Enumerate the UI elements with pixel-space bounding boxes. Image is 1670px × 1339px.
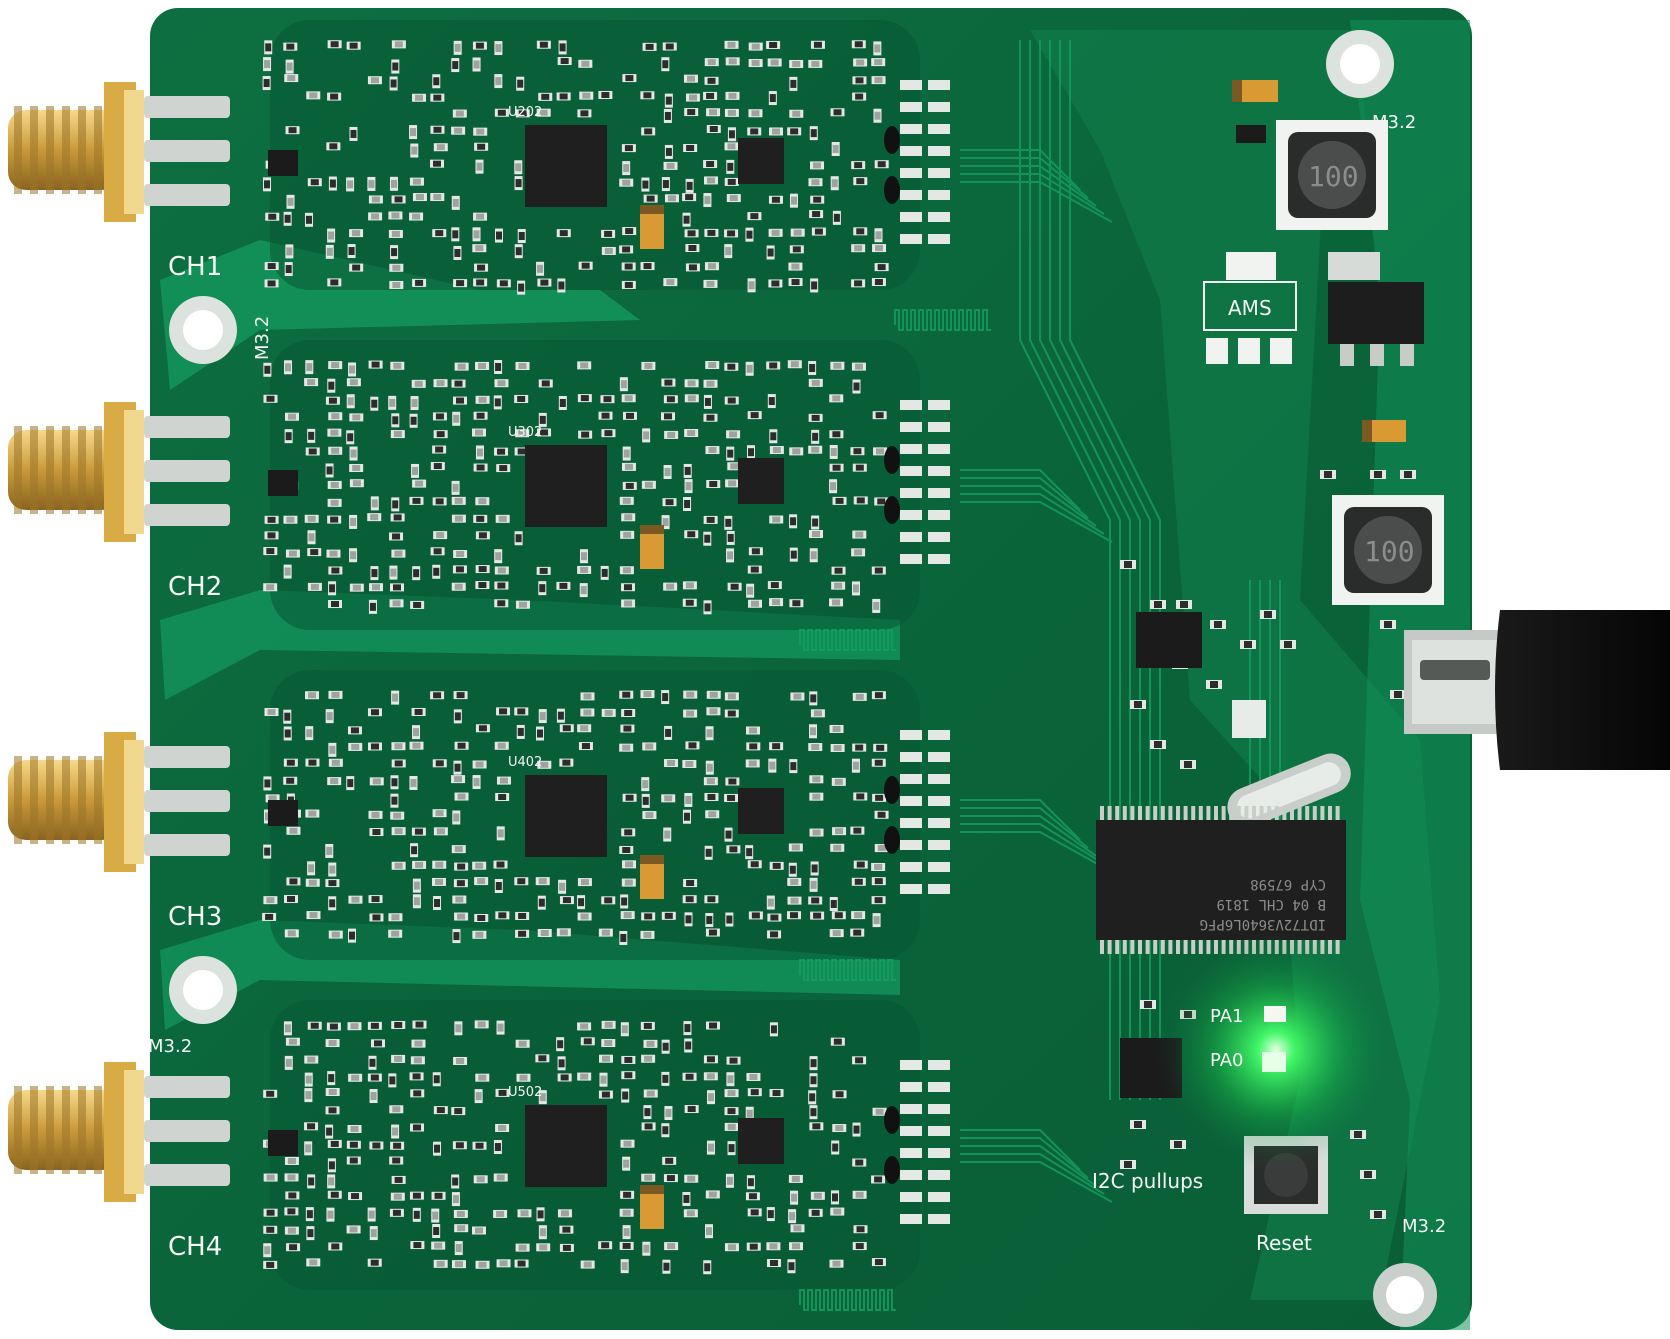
opamp-chip-ch2 xyxy=(738,458,784,504)
inductor-top: 100 xyxy=(1276,120,1388,230)
fifo-chip-line-1: IDT72V3640L6PFG xyxy=(1200,916,1326,932)
channel-label-ch1: CH1 xyxy=(168,252,222,282)
adc-chip-ch2 xyxy=(525,445,607,527)
channel-label-ch4: CH4 xyxy=(168,1232,222,1262)
copper-pour-left-strip xyxy=(160,240,640,390)
micro-usb-connector xyxy=(1404,630,1512,734)
diode-ch3-b xyxy=(884,826,900,854)
mount-hole-bottom-right xyxy=(1373,1263,1437,1327)
mount-hole-left-lower xyxy=(169,956,237,1024)
led-pa0 xyxy=(1262,1052,1286,1072)
tantalum-cap-mid xyxy=(1362,420,1406,442)
led-label-pa1: PA1 xyxy=(1210,1006,1243,1027)
channel-4: CH4 U502 xyxy=(8,1062,900,1262)
led-pa1 xyxy=(1264,1006,1286,1022)
diode-ch4-b xyxy=(884,1156,900,1184)
regulator-ic xyxy=(1328,252,1424,366)
opamp-chip-ch3 xyxy=(738,788,784,834)
led-label-pa0: PA0 xyxy=(1210,1050,1243,1071)
adc-chip-ref-ch4: U502 xyxy=(508,1085,542,1100)
adc-chip-ref-ch2: U302 xyxy=(508,425,542,440)
mount-hole-top-right xyxy=(1326,30,1394,98)
sma-connector-ch1[interactable] xyxy=(8,82,230,222)
pcb-board xyxy=(150,8,1472,1330)
diode-ch3-a xyxy=(884,776,900,804)
fifo-chip: IDT72V3640L6PFG B 04 CHL 1819 CYP 67598 xyxy=(1096,806,1346,954)
channel-3: CH3 U402 xyxy=(8,732,900,932)
fifo-chip-line-2: B 04 CHL 1819 xyxy=(1216,896,1326,912)
sot-chip-ch3 xyxy=(268,800,298,826)
led-glow xyxy=(1156,930,1396,1170)
adc-chip-ch3 xyxy=(525,775,607,857)
sot-chip-ch2 xyxy=(268,470,298,496)
inductor-bottom-label: 100 xyxy=(1364,535,1415,568)
diode-ch2-a xyxy=(884,446,900,474)
diode-ch1-b xyxy=(884,176,900,204)
regulator-label: AMS xyxy=(1228,296,1272,320)
mount-label-bottom-right: M3.2 xyxy=(1402,1216,1446,1237)
diode-ch1-a xyxy=(884,126,900,154)
soic-chip-clock xyxy=(1136,612,1202,668)
channel-2: CH2 U302 xyxy=(8,402,900,602)
opamp-chip-ch1 xyxy=(738,138,784,184)
adc-chip-ch1 xyxy=(525,125,607,207)
mount-hole-left-upper xyxy=(169,296,237,364)
sot-chip-ch4 xyxy=(268,1130,298,1156)
sma-connector-ch2[interactable] xyxy=(8,402,230,542)
sot-chip-ch1 xyxy=(268,150,298,176)
mount-label-left-upper: M3.2 xyxy=(252,316,273,360)
adc-chip-ref-ch3: U402 xyxy=(508,755,542,770)
crystal-oscillator xyxy=(1227,753,1351,828)
smd-components xyxy=(262,40,1416,1275)
mount-label-left-lower: M3.2 xyxy=(148,1036,192,1057)
adc-chip-ref-ch1: U202 xyxy=(508,105,542,120)
channel-label-ch2: CH2 xyxy=(168,572,222,602)
adc-chip-ch4 xyxy=(525,1105,607,1187)
diode-ch2-b xyxy=(884,496,900,524)
i2c-pullups-label: I2C pullups xyxy=(1092,1169,1203,1193)
channel-label-ch3: CH3 xyxy=(168,902,222,932)
sma-connector-ch3[interactable] xyxy=(8,732,230,872)
regulator-footprint: AMS xyxy=(1203,252,1297,364)
sma-connector-ch4[interactable] xyxy=(8,1062,230,1202)
inductor-top-label: 100 xyxy=(1308,160,1359,193)
inductor-bottom: 100 xyxy=(1332,495,1444,605)
channel-1: CH1 U202 xyxy=(8,82,900,282)
fifo-chip-line-3: CYP 67598 xyxy=(1250,876,1326,892)
diode-ch4-a xyxy=(884,1106,900,1134)
smd-diode-top xyxy=(1236,125,1266,143)
small-smd-box xyxy=(1232,700,1266,738)
opamp-chip-ch4 xyxy=(738,1118,784,1164)
tantalum-cap-top xyxy=(1232,80,1278,102)
usb-cable[interactable] xyxy=(1495,610,1670,770)
reset-label: Reset xyxy=(1256,1231,1312,1255)
